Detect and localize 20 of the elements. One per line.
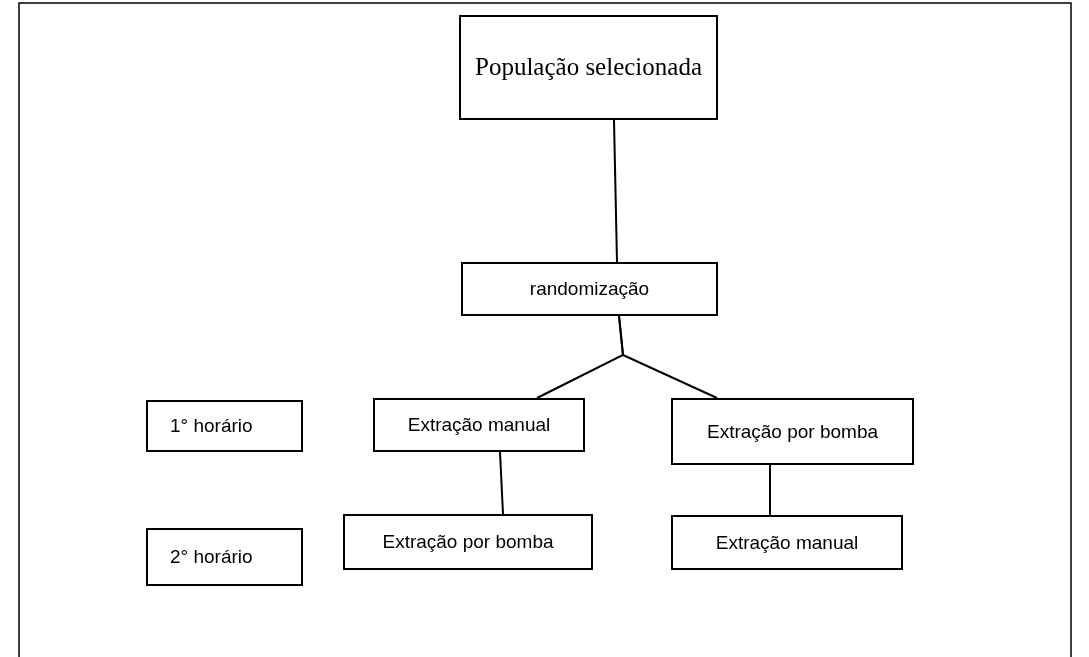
box-label: randomização <box>529 278 650 300</box>
connector-line <box>613 119 618 263</box>
box-label: Extração por bomba <box>382 531 554 553</box>
process-box <box>671 398 914 465</box>
process-box <box>671 515 903 570</box>
connector-line <box>499 451 504 515</box>
box-label: 1° horário <box>170 415 253 437</box>
box-label: Extração manual <box>407 414 551 436</box>
box-label: 2° horário <box>170 546 253 568</box>
box-label: Extração por bomba <box>706 420 879 443</box>
connector-line <box>769 464 771 516</box>
process-box <box>459 15 718 120</box>
process-box <box>373 398 585 452</box>
box-label: População selecionada <box>475 52 702 83</box>
process-box <box>146 400 303 452</box>
connector-line <box>618 315 718 399</box>
process-box <box>461 262 718 316</box>
process-box <box>146 528 303 586</box>
process-box <box>343 514 593 570</box>
box-label: Extração manual <box>715 531 859 554</box>
